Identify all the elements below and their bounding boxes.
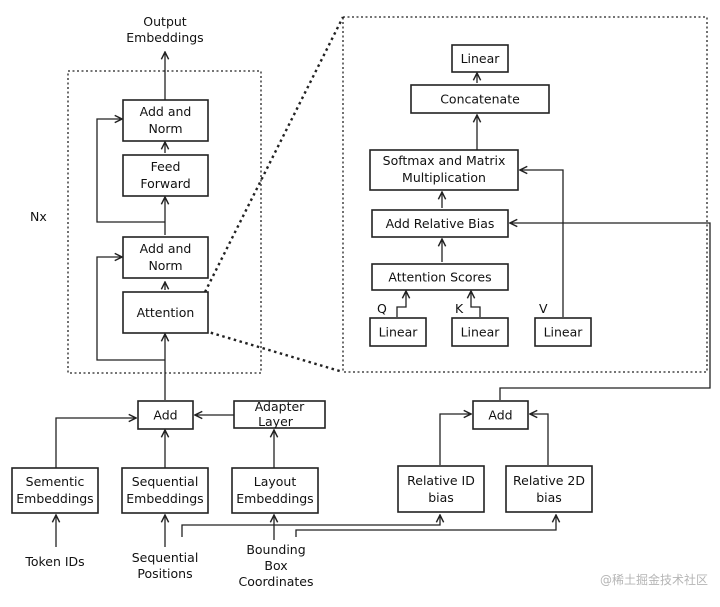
adapter-layer-box: Adapter Layer bbox=[233, 399, 326, 429]
residual-bottom bbox=[96, 257, 165, 361]
linear-v-box: Linear bbox=[534, 317, 592, 347]
linear-v-label: Linear bbox=[544, 325, 584, 340]
softmax-line-1: Softmax and Matrix bbox=[383, 153, 506, 168]
attention-detail-frame bbox=[342, 16, 708, 373]
linear-q-box: Linear bbox=[369, 317, 427, 347]
linear-output-label: Linear bbox=[461, 51, 501, 66]
zoom-line-bottom bbox=[204, 329, 344, 374]
q-label: Q bbox=[377, 301, 387, 316]
add-relative-bias-label: Add Relative Bias bbox=[386, 216, 495, 231]
layout-embeddings-line-1: Layout bbox=[254, 474, 297, 489]
output-embeddings-line-1: Output bbox=[143, 14, 187, 29]
wire-relid-to-add bbox=[439, 414, 471, 465]
semantic-embeddings-line-2: Embeddings bbox=[16, 491, 93, 506]
attention-scores-label: Attention Scores bbox=[388, 270, 491, 285]
k-label: K bbox=[455, 301, 464, 316]
add-norm-top-box: Add and Norm bbox=[122, 99, 209, 142]
add-norm-bottom-line-1: Add and bbox=[140, 241, 192, 256]
relative-id-bias-line-1: Relative ID bbox=[407, 473, 475, 488]
sequential-embeddings-line-2: Embeddings bbox=[126, 491, 203, 506]
v-label: V bbox=[539, 301, 548, 316]
wire-seq-to-relid bbox=[181, 515, 440, 537]
nx-label: Nx bbox=[30, 209, 47, 224]
add-bias-box: Add bbox=[472, 400, 529, 430]
wire-v-to-softmax bbox=[520, 170, 564, 317]
watermark: @稀土掘金技术社区 bbox=[600, 572, 708, 587]
relative-2d-bias-box: Relative 2D bias bbox=[505, 465, 593, 513]
add-main-label: Add bbox=[153, 408, 177, 423]
wire-bbox-to-rel2d bbox=[295, 515, 556, 537]
attention-scores-box: Attention Scores bbox=[371, 263, 509, 291]
bounding-box-line-2: Box bbox=[264, 558, 287, 573]
output-embeddings-line-2: Embeddings bbox=[126, 30, 203, 45]
wire-semantic-to-add bbox=[55, 418, 136, 468]
wire-rel2d-to-add bbox=[530, 414, 549, 465]
add-bias-label: Add bbox=[488, 408, 512, 423]
linear-output-box: Linear bbox=[451, 44, 509, 73]
linear-k-box: Linear bbox=[451, 317, 509, 347]
adapter-layer-line-1: Adapter bbox=[255, 399, 305, 414]
token-ids-label: Token IDs bbox=[24, 554, 84, 569]
concatenate-box: Concatenate bbox=[410, 84, 550, 114]
semantic-embeddings-box: Sementic Embeddings bbox=[11, 467, 99, 514]
layout-embeddings-box: Layout Embeddings bbox=[231, 467, 319, 514]
attention-box: Attention bbox=[122, 291, 209, 334]
zoom-line-top bbox=[203, 16, 345, 293]
add-norm-top-line-1: Add and bbox=[140, 104, 192, 119]
attention-label: Attention bbox=[137, 305, 195, 320]
feed-forward-line-2: Forward bbox=[140, 176, 190, 191]
relative-id-bias-box: Relative ID bias bbox=[397, 465, 485, 513]
relative-id-bias-line-2: bias bbox=[428, 490, 454, 505]
sequential-embeddings-line-1: Sequential bbox=[132, 474, 199, 489]
linear-k-label: Linear bbox=[461, 325, 501, 340]
layout-embeddings-line-2: Embeddings bbox=[236, 491, 313, 506]
feed-forward-line-1: Feed bbox=[151, 159, 181, 174]
bounding-box-line-1: Bounding bbox=[246, 542, 305, 557]
adapter-layer-line-2: Layer bbox=[258, 414, 294, 429]
add-main-box: Add bbox=[137, 400, 194, 430]
feed-forward-box: Feed Forward bbox=[122, 154, 209, 197]
bounding-box-line-3: Coordinates bbox=[238, 574, 313, 589]
residual-top bbox=[96, 119, 165, 223]
add-norm-top-line-2: Norm bbox=[148, 121, 182, 136]
linear-q-label: Linear bbox=[379, 325, 419, 340]
wire-bias-to-attention bbox=[499, 223, 711, 400]
sequential-positions-line-1: Sequential bbox=[132, 550, 199, 565]
sequential-positions-line-2: Positions bbox=[137, 566, 192, 581]
wire-q-to-scores bbox=[396, 291, 406, 317]
wire-k-to-scores bbox=[471, 291, 481, 317]
relative-2d-bias-line-1: Relative 2D bbox=[513, 473, 585, 488]
add-norm-bottom-box: Add and Norm bbox=[122, 236, 209, 279]
softmax-line-2: Multiplication bbox=[402, 170, 486, 185]
semantic-embeddings-line-1: Sementic bbox=[26, 474, 85, 489]
relative-2d-bias-line-2: bias bbox=[536, 490, 562, 505]
concatenate-label: Concatenate bbox=[440, 92, 520, 107]
add-norm-bottom-line-2: Norm bbox=[148, 258, 182, 273]
softmax-box: Softmax and Matrix Multiplication bbox=[369, 149, 519, 191]
add-relative-bias-box: Add Relative Bias bbox=[371, 209, 509, 238]
sequential-embeddings-box: Sequential Embeddings bbox=[121, 467, 209, 514]
